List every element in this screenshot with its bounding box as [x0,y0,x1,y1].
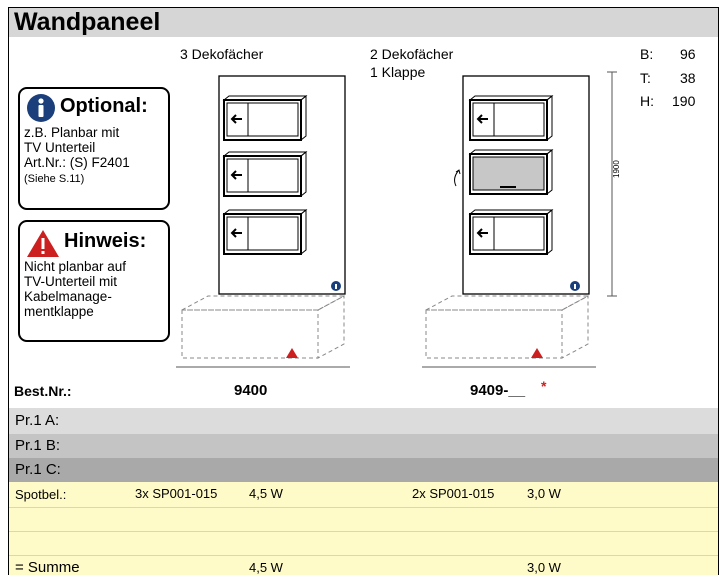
empty-row-2 [9,532,718,556]
dim-height-value: 190 [672,93,696,109]
optional-line-1: z.B. Planbar mit [24,125,120,140]
price-row-b-label: Pr.1 B: [15,437,61,454]
optional-heading: Optional: [60,95,148,117]
dim-height-label: H: [640,93,654,109]
price-row-b: Pr.1 B: [9,434,718,458]
price-row-c-label: Pr.1 C: [15,461,61,478]
price-row-a-label: Pr.1 A: [15,412,60,429]
price-row-a: Pr.1 A: [9,408,718,434]
height-dimension-line [607,71,617,297]
page-title: Wandpaneel [14,8,161,36]
dim-depth-value: 38 [680,70,696,86]
optional-box: Optional: z.B. Planbar mit TV Unterteil … [18,87,170,210]
height-dimension-label: 1900 [612,160,621,178]
warning-heading: Hinweis: [64,230,147,252]
right-warning-icon [531,348,543,358]
empty-row-1 [9,508,718,532]
sum-label: = Summe [15,559,80,576]
dim-width-label: B: [640,46,654,62]
left-warning-icon [286,348,298,358]
spot-left-power: 4,5 W [249,486,283,501]
optional-line-2: TV Unterteil [24,140,96,155]
warning-icon [27,230,59,257]
best-nr-variant-2: 9409-__ [470,382,526,399]
spot-left-item: 3x SP001-015 [135,486,218,501]
right-shelf-2 [468,208,554,256]
dim-depth-label: T: [640,70,651,86]
right-flap [454,148,554,196]
dim-width-value: 96 [680,46,696,62]
best-nr-asterisk: * [541,378,547,394]
right-tv-base-outline [425,295,589,359]
spot-row: Spotbel.: 3x SP001-015 4,5 W 2x SP001-01… [9,482,718,508]
warning-line-1: Nicht planbar auf [24,259,127,274]
spot-right-item: 2x SP001-015 [412,486,495,501]
left-tv-base-outline [181,295,345,359]
optional-note: (Siehe S.11) [24,173,85,185]
info-icon [27,94,55,122]
title-bar [9,8,718,37]
sum-left-power: 4,5 W [249,560,283,575]
warning-line-2: TV-Unterteil mit [24,274,118,289]
best-nr-variant-1: 9400 [234,382,268,399]
variant-2-caption-line2: 1 Klappe [370,64,426,80]
warning-box: Hinweis: Nicht planbar auf TV-Unterteil … [18,220,170,342]
sum-row: = Summe 4,5 W 3,0 W [9,556,718,576]
warning-line-4: mentklappe [24,304,94,319]
sum-right-power: 3,0 W [527,560,561,575]
variant-2-caption-line1: 2 Dekofächer [370,46,454,62]
right-shelf-1 [468,94,554,142]
left-shelf-3 [222,208,308,256]
warning-line-3: Kabelmanage- [24,289,112,304]
left-shelf-1 [222,94,308,142]
optional-line-3: Art.Nr.: (S) F2401 [24,155,130,170]
spot-label: Spotbel.: [15,487,67,502]
variant-1-caption: 3 Dekofächer [180,46,264,62]
left-shelf-2 [222,150,308,198]
spot-right-power: 3,0 W [527,486,561,501]
best-nr-label: Best.Nr.: [14,383,72,399]
price-row-c: Pr.1 C: [9,458,718,482]
